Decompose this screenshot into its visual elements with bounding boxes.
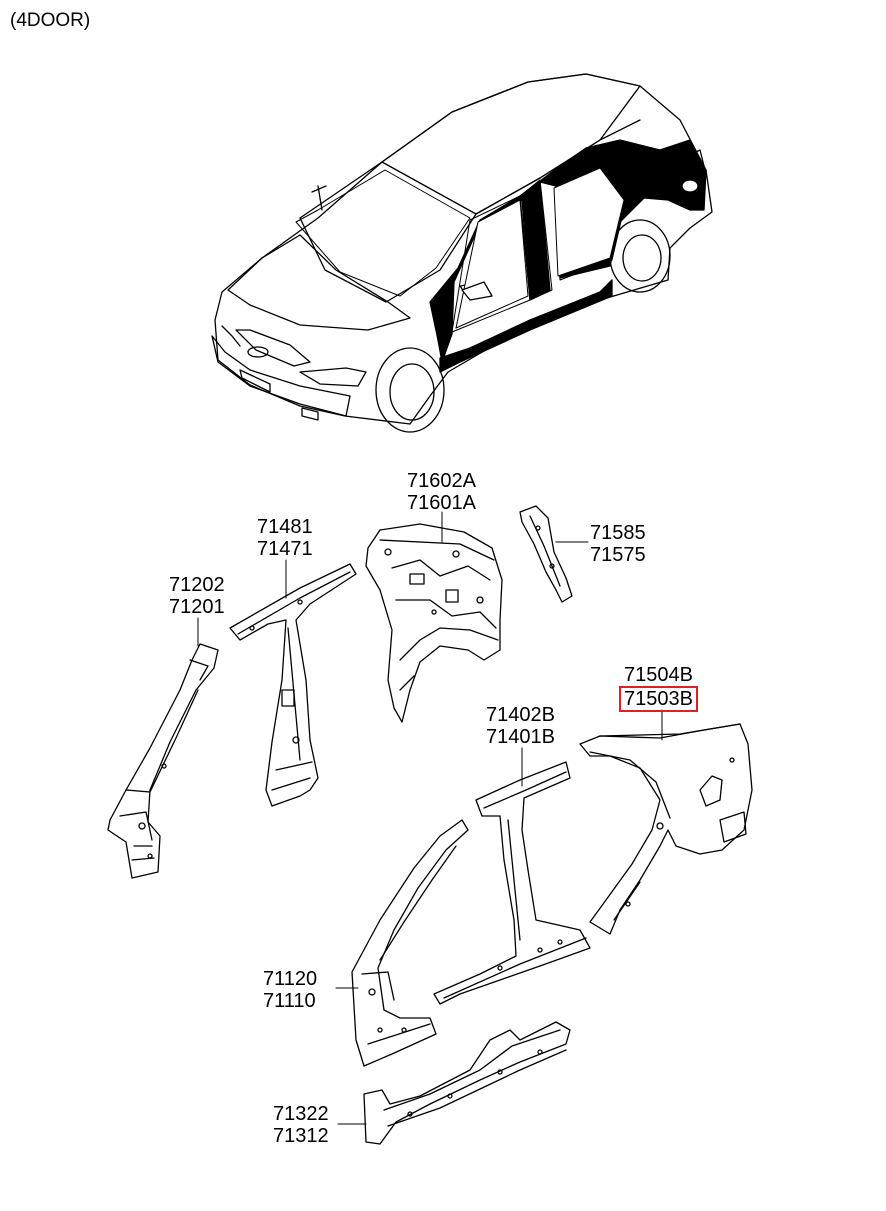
part-number: 71120: [263, 968, 318, 990]
part-quarter-panel: [579, 723, 753, 935]
diagram-title: (4DOOR): [10, 10, 91, 31]
part-bracket: [519, 505, 573, 603]
part-number: 71602A: [407, 470, 476, 492]
part-number: 71401B: [486, 726, 555, 748]
part-number: 71110: [263, 990, 316, 1012]
part-number: 71201: [169, 596, 225, 618]
callout-71585: 71585 71575: [590, 522, 646, 566]
part-number: 71202: [169, 574, 225, 596]
car-illustration: [211, 73, 713, 433]
part-a-pillar-inner: [107, 643, 219, 879]
part-number: 71322: [273, 1103, 329, 1125]
part-number: 71402B: [486, 704, 555, 726]
callout-71504B: 71504B 71503B: [619, 664, 698, 712]
part-number: 71601A: [407, 492, 476, 514]
part-number: 71481: [257, 516, 313, 538]
callout-71481: 71481 71471: [257, 516, 313, 560]
part-number: 71585: [590, 522, 646, 544]
part-number: 71504B: [624, 664, 693, 686]
callout-71402B: 71402B 71401B: [486, 704, 555, 748]
callout-71120: 71120 71110: [263, 968, 317, 1012]
part-number: 71471: [257, 538, 313, 560]
callout-71602A: 71602A 71601A: [407, 470, 476, 514]
leader-lines: [197, 511, 663, 1125]
callout-71322: 71322 71312: [273, 1103, 329, 1147]
part-number: 71312: [273, 1125, 329, 1147]
part-side-outer-center: [433, 761, 591, 1005]
highlighted-part-number[interactable]: 71503B: [619, 686, 698, 712]
callout-71202: 71202 71201: [169, 574, 225, 618]
part-front-pillar-outer: [351, 819, 469, 1067]
part-b-pillar-inner: [229, 563, 357, 807]
part-wheel-house-inner: [365, 523, 503, 723]
part-side-sill: [363, 1021, 571, 1145]
part-number: 71575: [590, 544, 646, 566]
